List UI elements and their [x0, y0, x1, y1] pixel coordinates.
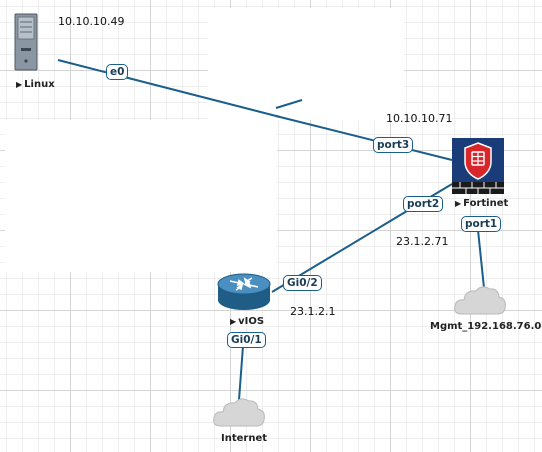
link-fortinet-mgmt[interactable]: [477, 229, 485, 289]
linux-label: ▶Linux: [16, 79, 55, 90]
vios-node[interactable]: [216, 272, 272, 312]
interface-fortinet-port3[interactable]: port3: [373, 137, 414, 153]
fortinet-label: ▶Fortinet: [455, 198, 508, 209]
link-linux-fortinet-upper: [275, 99, 303, 109]
vios-label-text: vIOS: [238, 316, 265, 327]
mgmt-cloud-node[interactable]: [452, 282, 508, 318]
internet-cloud-label: Internet: [221, 433, 268, 444]
mgmt-cloud-label: Mgmt_192.168.76.0: [430, 321, 542, 332]
internet-cloud-node[interactable]: [211, 394, 267, 430]
link-linux-fortinet-lower: [275, 115, 453, 161]
router-icon: [217, 273, 271, 310]
play-icon: ▶: [455, 199, 462, 208]
fortinet-ip-top: 10.10.10.71: [386, 112, 453, 125]
linux-label-text: Linux: [24, 79, 55, 90]
blank-area: [5, 120, 277, 272]
linux-node[interactable]: [14, 13, 38, 73]
link-linux-fortinet[interactable]: [57, 59, 281, 118]
linux-ip: 10.10.10.49: [58, 15, 125, 28]
fortinet-ip-bottom: 23.1.2.71: [396, 235, 449, 248]
interface-vios-gi01[interactable]: Gi0/1: [227, 332, 266, 348]
vios-label: ▶vIOS: [230, 316, 264, 327]
play-icon: ▶: [230, 317, 237, 326]
server-icon: [14, 13, 38, 71]
interface-vios-gi02[interactable]: Gi0/2: [283, 275, 322, 291]
cloud-icon: [454, 286, 506, 315]
firewall-icon: [452, 138, 504, 194]
interface-fortinet-port2[interactable]: port2: [403, 196, 444, 212]
vios-ip: 23.1.2.1: [290, 305, 336, 318]
fortinet-node[interactable]: [452, 138, 504, 194]
blank-area: [208, 8, 404, 120]
interface-linux-e0[interactable]: e0: [106, 64, 129, 80]
cloud-icon: [213, 398, 265, 427]
link-vios-internet[interactable]: [238, 345, 244, 401]
play-icon: ▶: [16, 80, 23, 89]
fortinet-label-text: Fortinet: [463, 198, 509, 209]
interface-fortinet-port1[interactable]: port1: [461, 216, 502, 232]
